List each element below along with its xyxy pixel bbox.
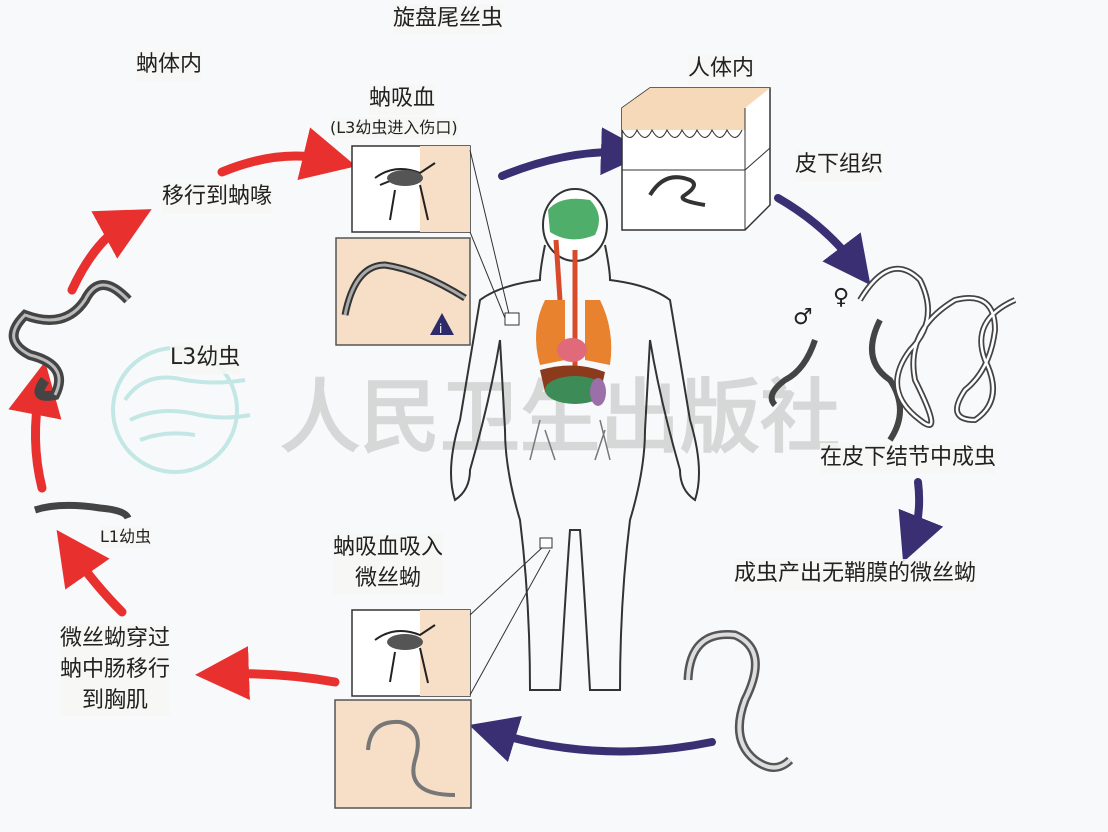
subcutaneous-label: 皮下组织 bbox=[795, 150, 884, 181]
l3-label: L3幼虫 bbox=[170, 343, 241, 374]
arrow-l1-to-l3 bbox=[8, 361, 62, 493]
arrow-to-bite bbox=[217, 127, 357, 180]
human-arrows bbox=[469, 127, 944, 762]
l1-larva bbox=[33, 501, 132, 520]
arrow-fly-to-midgut bbox=[195, 646, 340, 701]
female-symbol-icon: ♀ bbox=[833, 285, 850, 310]
l3-larva-left bbox=[8, 280, 132, 401]
blackfly-bite-label: 蚋吸血 bbox=[369, 84, 436, 115]
blackfly-ingests-label: 蚋吸血吸入 微丝蚴 bbox=[333, 533, 444, 595]
bite-fly-box bbox=[351, 145, 471, 233]
arrow-to-proboscis bbox=[67, 209, 152, 295]
microfilaria-box bbox=[334, 699, 472, 809]
midgut-migration-label: 微丝蚴穿过 蚋中肠移行 到胸肌 bbox=[60, 624, 171, 717]
blackfly-ingests-line1: 蚋吸血吸入 bbox=[333, 535, 444, 560]
migrate-proboscis-label: 移行到蚋喙 bbox=[162, 182, 273, 213]
adults-in-nodules-label: 在皮下结节中成虫 bbox=[820, 443, 997, 474]
ingest-fly-box bbox=[351, 609, 471, 697]
midgut-line3: 到胸肌 bbox=[82, 687, 149, 713]
l1-label: L1幼虫 bbox=[100, 526, 152, 549]
microfilariae-produced-label: 成虫产出无鞘膜的微丝蚴 bbox=[734, 559, 977, 590]
organs bbox=[529, 198, 612, 461]
midgut-line2: 蚋中肠移行 bbox=[60, 656, 171, 682]
male-symbol-icon: ♂ bbox=[793, 305, 813, 330]
vector-region-label: 蚋体内 bbox=[136, 50, 203, 81]
midgut-line1: 微丝蚴穿过 bbox=[60, 626, 171, 651]
diagram-title: 旋盘尾丝虫 bbox=[393, 4, 504, 35]
adult-worms-inner bbox=[858, 267, 1016, 427]
vector-arrows bbox=[8, 127, 357, 701]
info-icon: i bbox=[439, 322, 442, 336]
human-region-label: 人体内 bbox=[688, 54, 755, 85]
blackfly-bite-note: (L3幼虫进入伤口) bbox=[330, 117, 458, 140]
l3-larva-box: i bbox=[335, 237, 471, 346]
skin-tissue-block bbox=[621, 87, 771, 231]
arrow-midgut-to-l1 bbox=[56, 529, 127, 617]
blackfly-ingests-line2: 微丝蚴 bbox=[355, 565, 422, 591]
